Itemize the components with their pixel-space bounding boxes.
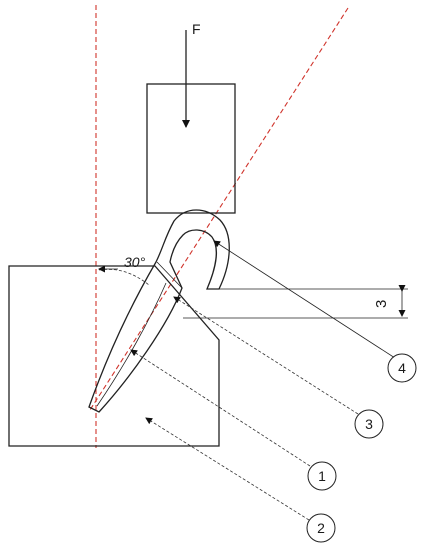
leader-4 xyxy=(213,240,396,359)
die-block xyxy=(8,265,220,447)
leader-2 xyxy=(145,417,310,521)
callout-4-label: 4 xyxy=(398,360,406,376)
leader-3 xyxy=(173,296,359,415)
callout-3-circle xyxy=(354,409,384,439)
callout-3-label: 3 xyxy=(365,416,373,432)
force-label: F xyxy=(192,21,201,37)
callout-4-circle xyxy=(387,353,417,383)
dimension-label: 3 xyxy=(373,300,390,308)
workpiece-blade xyxy=(88,209,230,413)
callout-2-label: 2 xyxy=(317,520,325,536)
punch-block xyxy=(146,83,236,214)
angle-label: 30° xyxy=(124,254,146,270)
leader-1 xyxy=(130,349,311,467)
blade-inner-line xyxy=(96,282,167,407)
callout-1-label: 1 xyxy=(318,468,326,484)
hook-inner-line xyxy=(156,261,183,289)
angle-arc xyxy=(98,268,150,286)
callout-2-circle xyxy=(306,513,336,543)
callout-1-circle xyxy=(307,461,337,491)
